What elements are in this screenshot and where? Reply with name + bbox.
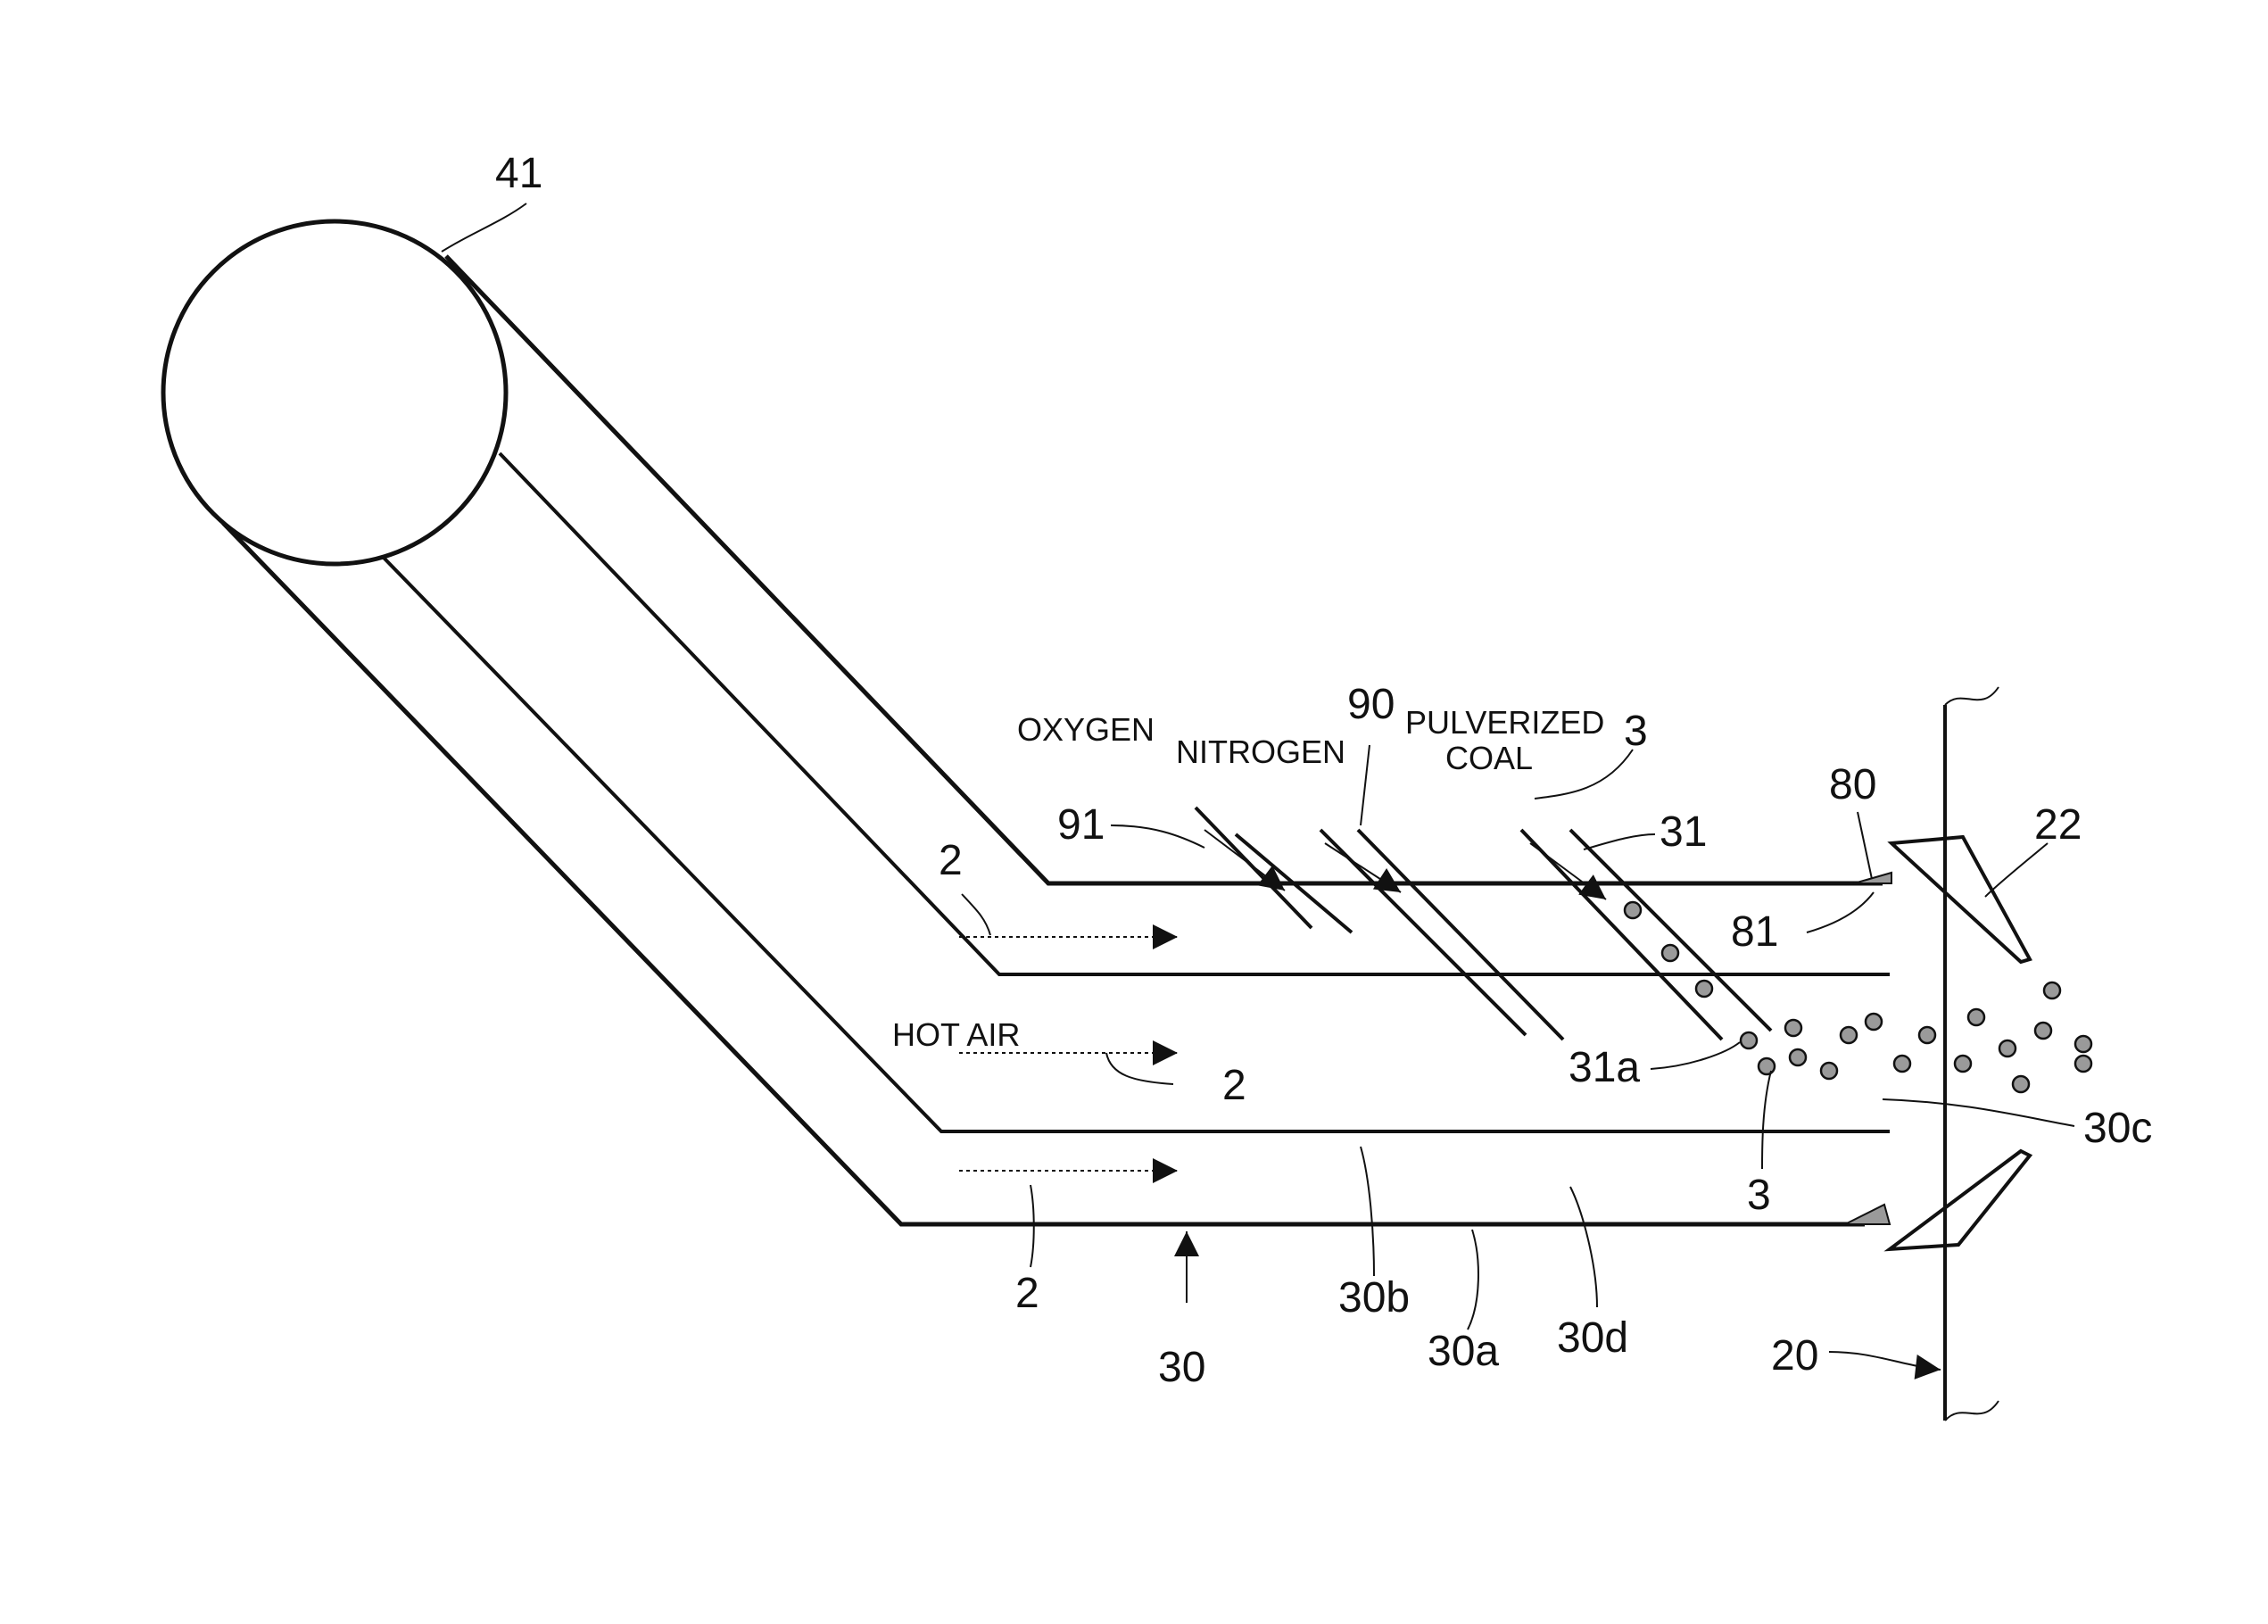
coal-particle bbox=[2044, 982, 2060, 998]
label-coal: COAL bbox=[1445, 740, 1533, 776]
leader-22 bbox=[1985, 843, 2048, 897]
label-nitrogen: NITROGEN bbox=[1176, 733, 1345, 770]
label-22: 22 bbox=[2034, 801, 2082, 849]
coal-particles bbox=[1625, 902, 2091, 1092]
label-2-top: 2 bbox=[939, 837, 963, 884]
leader-30b bbox=[1361, 1147, 1374, 1276]
coal-particle bbox=[1625, 902, 1641, 918]
nozzle-tip-upper bbox=[1891, 837, 2030, 962]
leader-31a bbox=[1651, 1042, 1740, 1069]
leader-90 bbox=[1361, 745, 1370, 825]
coal-particle bbox=[1741, 1032, 1757, 1048]
leader-31 bbox=[1584, 834, 1655, 849]
coal-particle bbox=[1919, 1027, 1935, 1043]
leader-2-mid bbox=[1106, 1053, 1173, 1084]
leader-30d bbox=[1570, 1187, 1597, 1307]
duct-outer-upper-wall bbox=[446, 256, 1883, 883]
coal-particle bbox=[2075, 1056, 2091, 1072]
coal-particle bbox=[1696, 981, 1712, 997]
coal-particle bbox=[1790, 1049, 1806, 1065]
leader-2-top bbox=[962, 894, 990, 935]
stabilizer-lower bbox=[1845, 1205, 1890, 1224]
stabilizer-upper bbox=[1854, 873, 1891, 883]
label-31: 31 bbox=[1660, 808, 1707, 856]
label-30a: 30a bbox=[1428, 1328, 1499, 1375]
label-91: 91 bbox=[1057, 801, 1105, 849]
duct-outer-lower-wall bbox=[223, 523, 1865, 1224]
furnace-wall-break-bottom bbox=[1945, 1401, 1999, 1421]
coal-particle bbox=[1759, 1058, 1775, 1074]
label-2-bottom: 2 bbox=[1015, 1270, 1039, 1317]
coal-particle bbox=[1785, 1020, 1801, 1036]
leader-30c bbox=[1883, 1099, 2074, 1126]
leader-41 bbox=[442, 203, 526, 252]
leader-3-bottom bbox=[1762, 1071, 1771, 1169]
label-30: 30 bbox=[1158, 1344, 1205, 1391]
coal-particle bbox=[1999, 1040, 2016, 1056]
coal-particle bbox=[1662, 945, 1678, 961]
label-31a: 31a bbox=[1569, 1044, 1640, 1091]
coal-particle bbox=[1968, 1009, 1984, 1025]
coal-particle bbox=[1894, 1056, 1910, 1072]
label-80: 80 bbox=[1829, 761, 1876, 808]
coal-particle bbox=[1821, 1063, 1837, 1079]
label-2-mid: 2 bbox=[1222, 1062, 1246, 1109]
coal-particle bbox=[2035, 1023, 2051, 1039]
leader-80 bbox=[1858, 812, 1872, 879]
label-hot-air: HOT AIR bbox=[892, 1016, 1020, 1053]
label-30c: 30c bbox=[2083, 1105, 2152, 1152]
coal-particle bbox=[1866, 1014, 1882, 1030]
coal-particle bbox=[2013, 1076, 2029, 1092]
label-30b: 30b bbox=[1338, 1274, 1410, 1322]
label-3-bottom: 3 bbox=[1747, 1172, 1771, 1219]
coal-particle bbox=[1955, 1056, 1971, 1072]
leader-30a bbox=[1468, 1230, 1478, 1330]
label-90: 90 bbox=[1347, 681, 1395, 728]
label-30d: 30d bbox=[1557, 1314, 1628, 1362]
drum-circle bbox=[163, 221, 506, 564]
leader-3-top bbox=[1535, 750, 1633, 799]
label-pulverized: PULVERIZED bbox=[1405, 704, 1604, 741]
leader-81 bbox=[1807, 892, 1874, 932]
furnace-wall-break-top bbox=[1945, 687, 1999, 705]
label-3-top: 3 bbox=[1624, 708, 1648, 755]
label-20: 20 bbox=[1771, 1332, 1818, 1380]
coal-pipe-line-1 bbox=[1521, 830, 1722, 1040]
leader-20 bbox=[1829, 1352, 1941, 1370]
coal-particle bbox=[2075, 1036, 2091, 1052]
label-41: 41 bbox=[495, 150, 542, 197]
nozzle-tip-lower bbox=[1890, 1151, 2030, 1249]
leader-91 bbox=[1111, 825, 1204, 848]
nitrogen-pipe-line-2 bbox=[1358, 830, 1563, 1040]
label-oxygen: OXYGEN bbox=[1017, 711, 1155, 748]
label-81: 81 bbox=[1731, 908, 1778, 956]
coal-particle bbox=[1841, 1027, 1857, 1043]
